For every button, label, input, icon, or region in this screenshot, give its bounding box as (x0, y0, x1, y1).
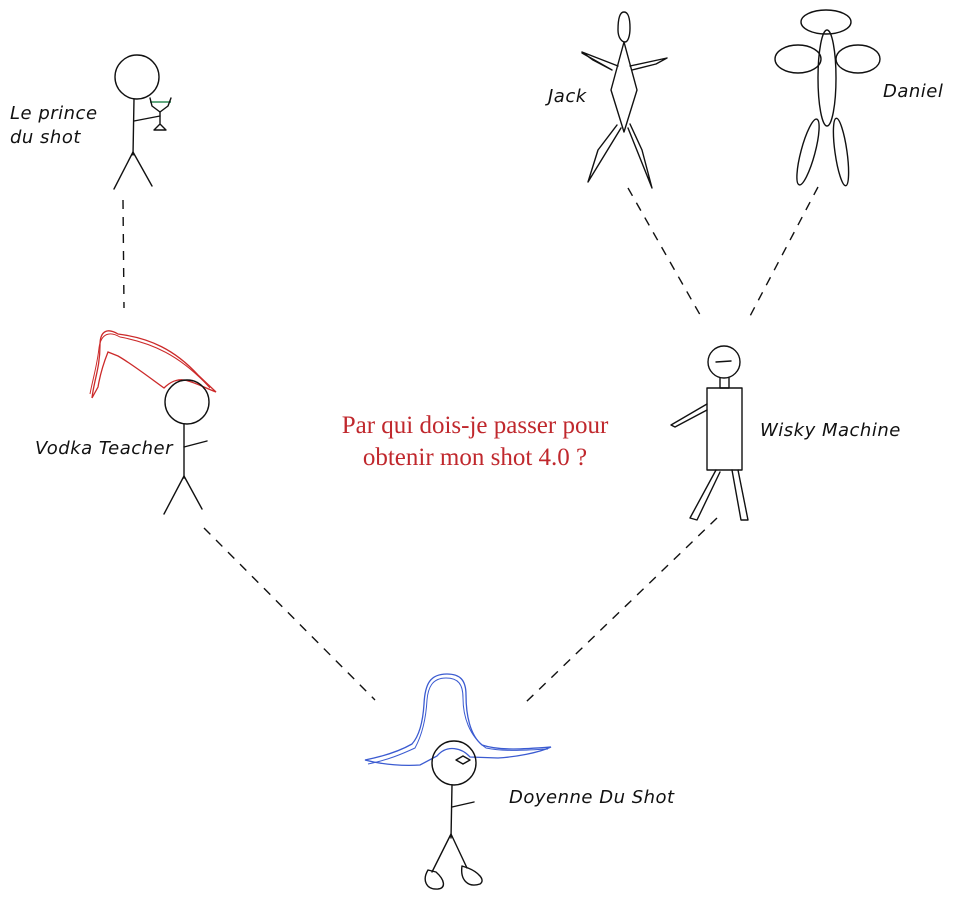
connector-prince-vodka (122, 199, 125, 309)
doyenne-head (431, 740, 477, 786)
label-daniel: Daniel (883, 81, 944, 102)
label-prince-line2: du shot (10, 127, 81, 148)
vodka-arm (183, 440, 208, 448)
connectors (122, 186, 819, 704)
connector-daniel-wisky (748, 186, 819, 319)
person-wisky-machine (670, 345, 749, 521)
question-line-1: Par qui dois-je passer pour (341, 412, 609, 439)
prince-body (132, 98, 135, 156)
connector-wisky-doyenne (524, 517, 718, 704)
doyenne-right-foot (461, 865, 483, 886)
wisky-body (706, 387, 743, 471)
red-hat-icon (89, 330, 217, 399)
doyenne-body (450, 784, 453, 839)
connector-vodka-doyenne (203, 527, 376, 701)
label-doyenne: Doyenne Du Shot (509, 787, 675, 808)
prince-head (114, 54, 160, 100)
daniel-left-leg (796, 118, 820, 186)
jack-head (617, 11, 631, 43)
question-line-2: obtenir mon shot 4.0 ? (362, 444, 588, 471)
blue-hat-icon (364, 673, 552, 766)
jack-right-leg (627, 123, 653, 189)
central-question: Par qui dois-je passer pour obtenir mon … (300, 410, 650, 474)
label-vodka-teacher: Vodka Teacher (35, 438, 174, 459)
glass-bowl (149, 97, 172, 113)
hat-outline-a (91, 330, 217, 399)
connector-jack-wisky (627, 187, 704, 321)
cocktail-glass-icon (149, 97, 172, 131)
prince-arm (133, 115, 161, 122)
label-wisky-machine: Wisky Machine (760, 420, 901, 441)
wisky-left-leg (689, 469, 721, 521)
wisky-head (707, 345, 741, 379)
hat-outline-b (89, 333, 211, 395)
daniel-right-arm (835, 44, 881, 74)
glass-stem (153, 111, 167, 131)
label-jack: Jack (548, 86, 587, 107)
doyenne-left-foot (424, 869, 445, 890)
doyenne-legs (431, 833, 468, 873)
doyenne-arm (451, 801, 475, 808)
person-daniel (774, 9, 881, 187)
daniel-right-leg (832, 117, 850, 187)
wisky-neck (719, 377, 730, 389)
vodka-head (164, 379, 210, 425)
daniel-body (817, 29, 837, 127)
label-prince-line1: Le prince (10, 103, 98, 124)
vodka-legs (163, 475, 203, 515)
person-vodka-teacher (89, 330, 217, 515)
person-prince (113, 54, 172, 190)
jack-left-leg (587, 124, 622, 183)
wisky-arm (670, 403, 708, 428)
label-prince: Le prince du shot (10, 102, 98, 150)
jack-left-arm (581, 51, 619, 71)
daniel-left-arm (774, 44, 822, 74)
prince-legs (113, 151, 153, 190)
jack-body (610, 41, 638, 133)
hat-outline-a (364, 673, 552, 766)
wisky-right-leg (731, 469, 749, 521)
jack-right-arm (629, 57, 668, 71)
doyenne-eye (455, 755, 471, 765)
person-jack (581, 11, 668, 189)
daniel-head (800, 9, 852, 35)
person-doyenne (364, 673, 552, 890)
hat-outline-b (367, 677, 549, 765)
wisky-eye (715, 360, 732, 363)
